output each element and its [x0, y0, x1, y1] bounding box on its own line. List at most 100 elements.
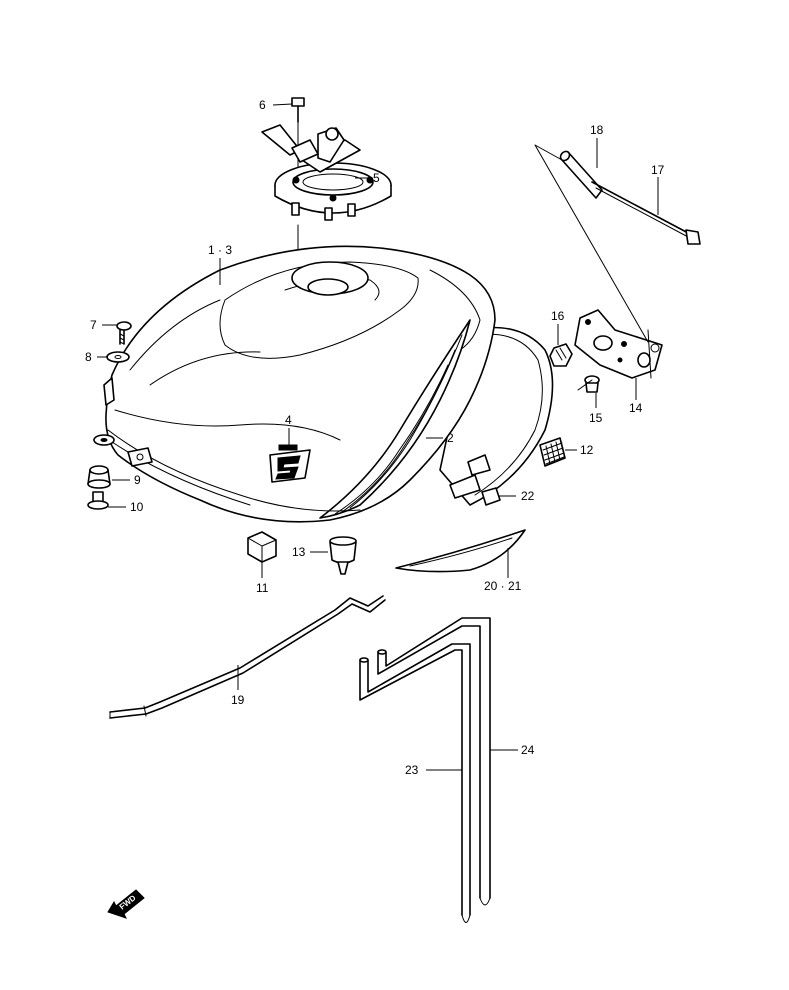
bracket-14-ring	[650, 343, 660, 353]
hose-23-end	[359, 657, 369, 663]
grommet-9-bottom	[87, 479, 111, 489]
bolt-15-leader-guide	[577, 379, 593, 391]
rod-19-path2	[109, 599, 386, 719]
label-20-21[interactable]: 20 · 21	[484, 579, 522, 593]
grommet-9[interactable]	[87, 465, 111, 489]
heat-shield-20-21[interactable]	[395, 529, 526, 573]
tank-side-panel	[319, 319, 471, 519]
cushion-22-body	[481, 487, 501, 506]
bolt-15-body	[585, 382, 599, 393]
label-10[interactable]: 10	[130, 500, 144, 514]
emblem-s-icon	[275, 455, 301, 480]
bolt-6-head	[291, 97, 305, 107]
cap-hole	[366, 176, 374, 184]
fuel-tank[interactable]	[103, 245, 554, 523]
label-9[interactable]: 9	[134, 473, 141, 487]
heat-shield-body	[395, 529, 526, 573]
bolt-17-shank	[591, 181, 691, 235]
label-18[interactable]: 18	[590, 123, 604, 137]
tank-rear-tray-inner	[474, 333, 543, 496]
cap-stud	[347, 203, 356, 217]
tank-contour	[149, 351, 261, 386]
nut-16[interactable]	[549, 343, 573, 367]
bolt-7[interactable]	[116, 321, 132, 345]
tank-filler-neck	[307, 278, 349, 296]
tank-rear-tab	[449, 474, 481, 499]
leader-6	[272, 103, 293, 106]
heat-shield-edge	[409, 537, 513, 567]
label-22[interactable]: 22	[521, 489, 535, 503]
label-23[interactable]: 23	[405, 763, 419, 777]
label-17[interactable]: 17	[651, 163, 665, 177]
bolt-17[interactable]	[591, 181, 701, 245]
tank-front-mount	[127, 447, 153, 467]
rod-19[interactable]	[109, 595, 386, 719]
tank-stripe	[334, 364, 449, 515]
washer-8-shape	[106, 351, 130, 363]
cap-key-cylinder	[325, 127, 339, 141]
washer-front-hole	[100, 438, 108, 442]
cap-hinge	[291, 139, 319, 163]
nut-16-body	[549, 343, 573, 367]
label-16[interactable]: 16	[551, 309, 565, 323]
bolt-7-head	[116, 321, 132, 331]
label-7[interactable]: 7	[90, 318, 97, 332]
bracket-14-boss	[637, 352, 651, 368]
label-5[interactable]: 5	[373, 171, 380, 185]
label-14[interactable]: 14	[629, 401, 643, 415]
cushion-22[interactable]	[481, 487, 501, 506]
tank-mount-hole	[136, 453, 144, 461]
cap-stud	[291, 202, 300, 216]
label-12[interactable]: 12	[580, 443, 594, 457]
assembly-guide-line	[647, 329, 652, 379]
hose-24-bottom	[479, 897, 491, 906]
label-6[interactable]: 6	[259, 98, 266, 112]
hose-24-inner	[385, 617, 491, 899]
fuel-cap-assembly[interactable]	[261, 97, 392, 291]
hose-23-inner	[367, 643, 471, 916]
collar-10[interactable]	[87, 491, 109, 510]
label-2[interactable]: 2	[447, 431, 454, 445]
washer-8[interactable]	[106, 351, 130, 363]
label-15[interactable]: 15	[589, 411, 603, 425]
cushion-11[interactable]	[247, 531, 277, 563]
bracket-14-hole-small	[621, 341, 627, 347]
rod-19-marker	[143, 705, 147, 717]
bracket-14-hole-small	[617, 357, 623, 363]
label-13[interactable]: 13	[292, 545, 306, 559]
mesh-12-grid	[545, 441, 561, 465]
cap-ring-hole	[302, 173, 364, 191]
damper-13[interactable]	[329, 536, 357, 575]
tank-contour	[114, 409, 341, 441]
grommet-9-top	[89, 465, 109, 475]
label-1-3[interactable]: 1 · 3	[208, 243, 232, 257]
filter-mesh-12[interactable]	[539, 437, 566, 467]
hose-23-bottom	[461, 914, 471, 923]
tank-front-tab	[103, 377, 115, 406]
assembly-guide-line	[534, 144, 649, 343]
tank-stripe	[341, 349, 456, 513]
label-11[interactable]: 11	[256, 581, 269, 595]
spacer-18[interactable]	[559, 150, 603, 199]
bolt-15[interactable]	[577, 375, 600, 393]
cushion-11-edges	[247, 537, 277, 563]
label-8[interactable]: 8	[85, 350, 92, 364]
damper-13-stem	[337, 561, 349, 575]
hose-24[interactable]	[377, 617, 491, 906]
part-labels: 6 5 1 · 3 7 8 4 2 9 10 11 13 20 · 21 22 …	[85, 98, 665, 777]
damper-13-top	[329, 536, 357, 546]
label-24[interactable]: 24	[521, 743, 535, 757]
label-19[interactable]: 19	[231, 693, 245, 707]
fwd-arrow-shape	[107, 889, 145, 919]
rod-19-path	[109, 595, 384, 713]
hose-23[interactable]	[359, 643, 471, 923]
label-4[interactable]: 4	[285, 413, 292, 427]
cap-hole	[329, 194, 337, 202]
tank-contour	[429, 269, 481, 351]
leader-lines	[97, 103, 659, 771]
mesh-12-grid	[542, 442, 565, 465]
tank-contour	[129, 299, 221, 371]
hose-23-outer	[359, 649, 463, 916]
bolt-7-thread	[119, 333, 125, 345]
